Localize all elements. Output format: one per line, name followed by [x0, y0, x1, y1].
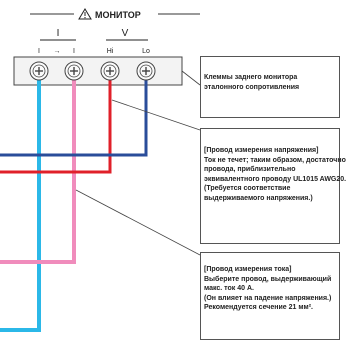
- group-label-current: I: [57, 28, 60, 39]
- terminal-label-i-plus: I: [38, 48, 40, 55]
- monitor-wiring-diagram: МОНИТОР I V I → I Hi Lo: [0, 8, 346, 340]
- terminal-label-arrow: →: [54, 48, 61, 55]
- terminal-label-hi: Hi: [107, 48, 114, 55]
- callout-heading: [Провод измерения напряжения]: [204, 147, 319, 154]
- callout-line: Выберите провод, выдерживающий: [204, 275, 332, 283]
- callout-line: Ток не течет; таким образом, достаточно: [204, 156, 346, 164]
- leader-monitor-terminals: [181, 70, 201, 86]
- callout-line: макс. ток 40 А.: [204, 285, 254, 293]
- callout-line: провода, приблизительно: [204, 166, 296, 174]
- leader-current-wire: [75, 189, 201, 256]
- voltage-wire-lo: [0, 71, 148, 157]
- wiring-diagram-svg: МОНИТОР I V I → I Hi Lo: [0, 8, 201, 332]
- wires: [0, 71, 148, 332]
- header-title: МОНИТОР: [95, 10, 141, 20]
- callout-heading: [Провод измерения тока]: [204, 266, 292, 273]
- callout-line: выдерживаемого напряжения.): [204, 194, 313, 202]
- leader-lines: [75, 70, 201, 256]
- screw-terminal-icon: [136, 61, 156, 81]
- group-label-voltage: V: [122, 28, 129, 39]
- leader-voltage-wire: [111, 99, 201, 131]
- callout-line: Клеммы заднего монитора: [204, 74, 298, 81]
- callout-voltage-wire: [Провод измерения напряжения] Ток не теч…: [200, 128, 346, 244]
- current-wire-blue: [0, 71, 41, 332]
- screw-terminal-icon: [100, 61, 120, 81]
- terminal-label-lo: Lo: [142, 48, 150, 55]
- warning-triangle-icon: [78, 8, 92, 20]
- terminal-label-i-minus: I: [73, 48, 75, 55]
- callout-monitor-terminals: Клеммы заднего монитора эталонного сопро…: [200, 56, 340, 118]
- callout-line: Рекомендуется сечение 21 мм².: [204, 304, 313, 312]
- screw-terminal-icon: [29, 61, 49, 81]
- callout-line: эталонного сопротивления: [204, 83, 300, 91]
- screw-terminal-icon: [64, 61, 84, 81]
- callout-line: (Он влияет на падение напряжения.): [204, 294, 332, 302]
- voltage-wire-hi: [0, 71, 112, 174]
- callout-current-wire: [Провод измерения тока] Выберите провод,…: [200, 252, 340, 340]
- callout-line: (Требуется соответствие: [204, 185, 291, 193]
- callout-line: эквивалентного проводу UL1015 AWG20.: [204, 175, 346, 183]
- current-wire-pink: [0, 71, 76, 264]
